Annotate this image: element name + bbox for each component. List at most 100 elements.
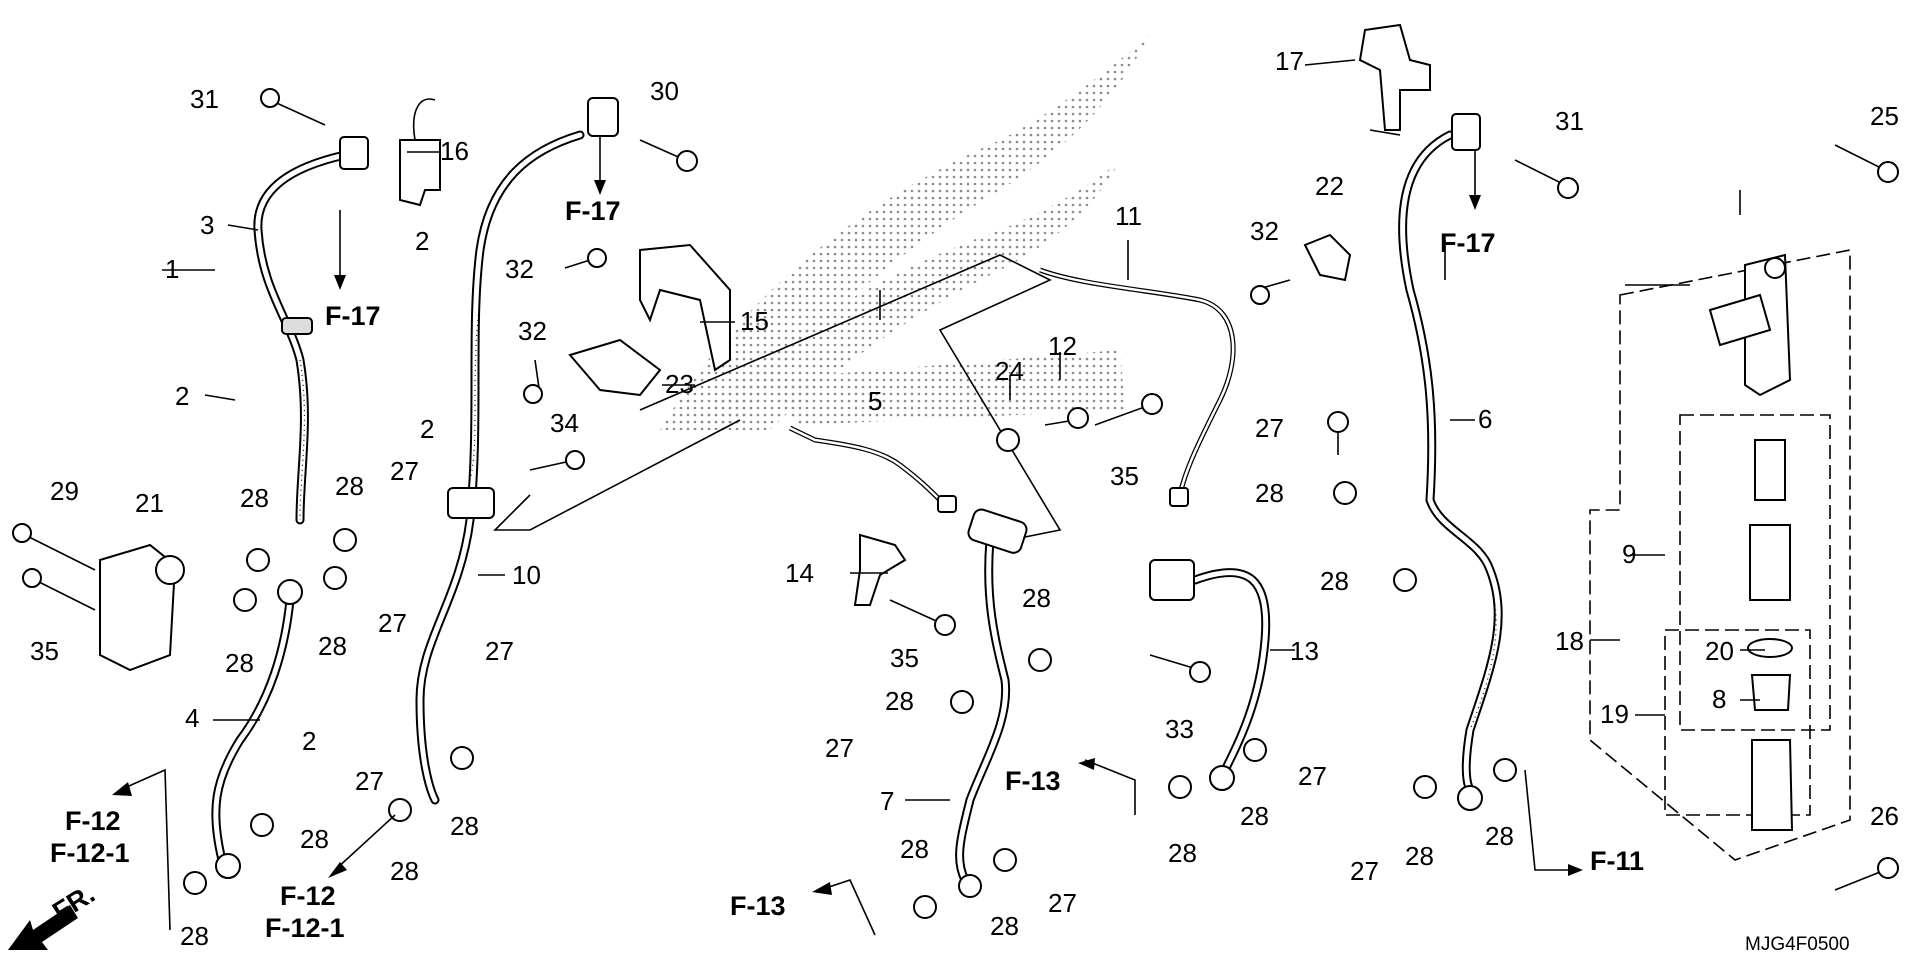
part-labels: 31 3 1 2 2 2 2 16 30 32 32 32 15 23 34 2… bbox=[30, 46, 1899, 951]
front-direction-arrow: FR. bbox=[8, 879, 100, 950]
label-part-26: 26 bbox=[1870, 801, 1899, 831]
label-part-16: 16 bbox=[440, 136, 469, 166]
washers bbox=[183, 428, 1517, 919]
label-part-35: 35 bbox=[1110, 461, 1139, 491]
label-part-35: 35 bbox=[890, 643, 919, 673]
label-part-27: 27 bbox=[1255, 413, 1284, 443]
label-part-2: 2 bbox=[175, 381, 189, 411]
label-part-27: 27 bbox=[1298, 761, 1327, 791]
spring-9-parts bbox=[1747, 439, 1794, 831]
label-part-34: 34 bbox=[550, 408, 579, 438]
label-part-28: 28 bbox=[180, 921, 209, 951]
label-part-8: 8 bbox=[1712, 684, 1726, 714]
ref-f12: F-12 bbox=[280, 881, 336, 911]
brake-pipe-5 bbox=[788, 425, 957, 513]
caliper-mount-21 bbox=[99, 543, 185, 672]
label-part-28: 28 bbox=[885, 686, 914, 716]
label-part-14: 14 bbox=[785, 558, 814, 588]
label-part-28: 28 bbox=[335, 471, 364, 501]
brake-pipe-11 bbox=[1039, 267, 1236, 507]
label-part-28: 28 bbox=[1240, 801, 1269, 831]
brake-hose-10 bbox=[415, 97, 619, 805]
label-part-29: 29 bbox=[50, 476, 79, 506]
label-part-2: 2 bbox=[415, 226, 429, 256]
label-part-2: 2 bbox=[302, 726, 316, 756]
assembly-outline-15-23 bbox=[493, 254, 1062, 546]
label-part-31: 31 bbox=[190, 84, 219, 114]
label-part-28: 28 bbox=[390, 856, 419, 886]
ref-f13: F-13 bbox=[1005, 766, 1061, 796]
reference-arrows bbox=[112, 135, 1583, 936]
label-part-27: 27 bbox=[1350, 856, 1379, 886]
label-part-28: 28 bbox=[1320, 566, 1349, 596]
label-part-28: 28 bbox=[990, 911, 1019, 941]
label-part-23: 23 bbox=[665, 369, 694, 399]
label-part-11: 11 bbox=[1115, 201, 1142, 231]
label-part-13: 13 bbox=[1290, 636, 1319, 666]
label-part-18: 18 bbox=[1555, 626, 1584, 656]
ref-f12-1: F-12-1 bbox=[50, 838, 130, 868]
label-part-20: 20 bbox=[1705, 636, 1734, 666]
label-part-28: 28 bbox=[1168, 838, 1197, 868]
label-part-25: 25 bbox=[1870, 101, 1899, 131]
label-part-31: 31 bbox=[1555, 106, 1584, 136]
brake-hose-4 bbox=[211, 579, 303, 879]
brake-hose-3 bbox=[253, 136, 369, 525]
label-part-28: 28 bbox=[1405, 841, 1434, 871]
label-part-27: 27 bbox=[1048, 888, 1077, 918]
label-part-27: 27 bbox=[825, 733, 854, 763]
clip-22 bbox=[1303, 233, 1352, 282]
label-part-28: 28 bbox=[1255, 478, 1284, 508]
label-part-9: 9 bbox=[1622, 539, 1636, 569]
ref-f17: F-17 bbox=[1440, 228, 1496, 258]
label-part-7: 7 bbox=[880, 786, 894, 816]
bracket-16 bbox=[399, 98, 441, 207]
label-part-28: 28 bbox=[1485, 821, 1514, 851]
bracket-23 bbox=[568, 338, 662, 397]
label-part-5: 5 bbox=[868, 386, 882, 416]
assembly-outline-18 bbox=[1589, 249, 1851, 861]
ref-f17: F-17 bbox=[565, 196, 621, 226]
ref-f13: F-13 bbox=[730, 891, 786, 921]
label-part-1: 1 bbox=[165, 254, 179, 284]
bracket-17 bbox=[1358, 23, 1431, 131]
label-part-3: 3 bbox=[200, 210, 214, 240]
label-part-21: 21 bbox=[135, 488, 164, 518]
label-part-28: 28 bbox=[240, 483, 269, 513]
label-part-32: 32 bbox=[505, 254, 534, 284]
bracket-15 bbox=[639, 243, 731, 372]
label-part-28: 28 bbox=[450, 811, 479, 841]
brake-hose-7 bbox=[955, 508, 1028, 898]
label-part-10: 10 bbox=[512, 560, 541, 590]
brake-hose-13 bbox=[1149, 559, 1271, 791]
label-part-28: 28 bbox=[225, 648, 254, 678]
wing-logo-watermark bbox=[660, 35, 1150, 430]
section-references: F-17 F-17 F-17 F-12 F-12-1 F-12 F-12-1 F… bbox=[50, 196, 1644, 943]
label-part-15: 15 bbox=[740, 306, 769, 336]
label-part-30: 30 bbox=[650, 76, 679, 106]
leader-lines bbox=[162, 59, 1765, 801]
label-part-6: 6 bbox=[1478, 404, 1492, 434]
label-part-24: 24 bbox=[995, 356, 1024, 386]
label-part-17: 17 bbox=[1275, 46, 1304, 76]
label-part-33: 33 bbox=[1165, 714, 1194, 744]
label-part-32: 32 bbox=[518, 316, 547, 346]
label-part-28: 28 bbox=[900, 834, 929, 864]
label-part-27: 27 bbox=[378, 608, 407, 638]
valve-body bbox=[1708, 253, 1792, 397]
bracket-14 bbox=[853, 533, 907, 606]
label-part-4: 4 bbox=[185, 703, 199, 733]
ref-f12-1: F-12-1 bbox=[265, 913, 345, 943]
label-part-27: 27 bbox=[485, 636, 514, 666]
label-part-32: 32 bbox=[1250, 216, 1279, 246]
label-part-2: 2 bbox=[420, 414, 434, 444]
label-part-35: 35 bbox=[30, 636, 59, 666]
label-part-27: 27 bbox=[390, 456, 419, 486]
brake-hose-6 bbox=[1398, 113, 1503, 811]
ref-f11: F-11 bbox=[1590, 846, 1644, 876]
ref-f12: F-12 bbox=[65, 806, 121, 836]
fasteners bbox=[12, 88, 1899, 891]
label-part-27: 27 bbox=[355, 766, 384, 796]
diagram-code: MJG4F0500 bbox=[1745, 934, 1850, 955]
